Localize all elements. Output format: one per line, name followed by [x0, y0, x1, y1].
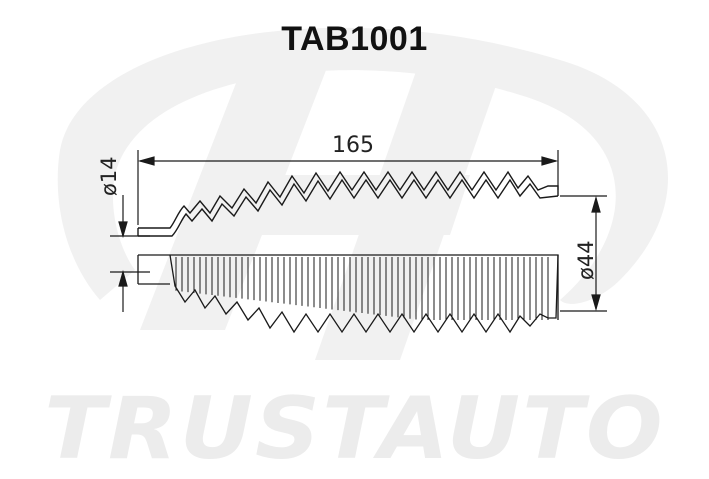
length-dimension — [137, 150, 559, 225]
small-diameter-dimension — [110, 195, 150, 312]
length-dimension-label: 165 — [332, 133, 374, 158]
brand-watermark: TRUSTAUTO — [44, 379, 665, 479]
watermark-arc — [57, 27, 669, 304]
large-diameter-label: ø44 — [574, 240, 598, 280]
large-diameter-dimension — [560, 195, 607, 312]
boot-body — [137, 254, 559, 334]
boot-ribs — [175, 257, 549, 320]
boot-section-profile — [137, 170, 559, 237]
boot-body-outline — [138, 254, 559, 334]
boot-inner-profile — [138, 178, 559, 237]
small-diameter-label: ø14 — [97, 156, 121, 196]
watermark-logo — [57, 27, 669, 360]
boot-outer-profile — [138, 170, 559, 229]
part-number-title: TAB1001 — [281, 20, 428, 58]
